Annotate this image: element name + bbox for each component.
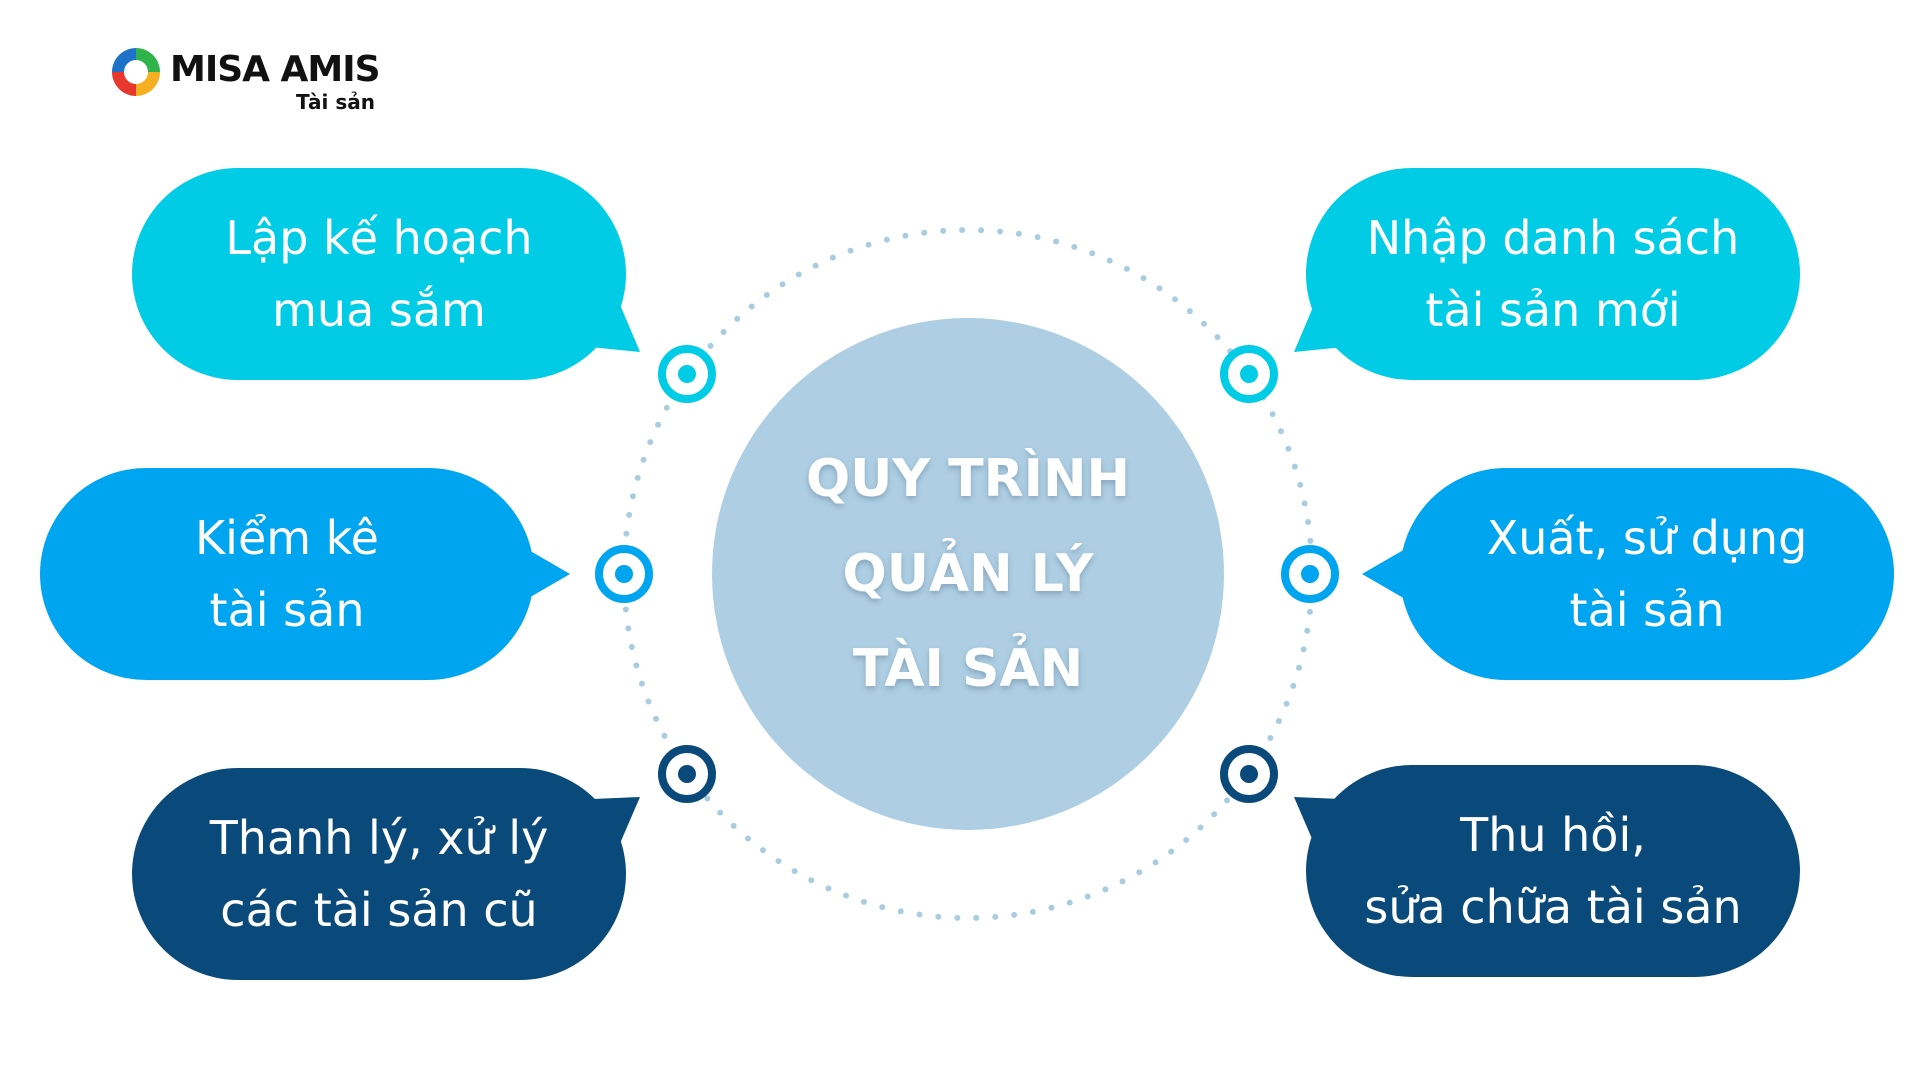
marker-inventory	[595, 545, 653, 603]
marker-export-use	[1281, 545, 1339, 603]
step-inventory-label: Kiểm kê tài sản	[40, 468, 534, 680]
bubble-recover-repair	[1294, 765, 1800, 977]
center-circle	[712, 318, 1224, 830]
step-plan-purchase-line-2: mua sắm	[272, 283, 486, 337]
bubble-plan-purchase	[132, 168, 640, 380]
step-liquidate-line-2: các tài sản cũ	[220, 883, 538, 937]
center-title-line-3: TÀI SẢN	[852, 638, 1084, 699]
bubble-liquidate	[132, 768, 640, 980]
step-export-use-line-2: tài sản	[1569, 583, 1725, 637]
bubble-inventory	[40, 468, 570, 680]
step-export-use-label: Xuất, sử dụng tài sản	[1400, 468, 1894, 680]
step-import-assets-line-1: Nhập danh sách	[1366, 211, 1740, 265]
bubble-import-assets	[1294, 168, 1800, 380]
center-title-line-1: QUY TRÌNH	[805, 448, 1131, 509]
step-recover-repair-line-1: Thu hồi,	[1460, 808, 1646, 862]
bubble-export-use	[1362, 468, 1894, 680]
step-plan-purchase-label: Lập kế hoạch mua sắm	[132, 168, 626, 380]
center-title-line-2: QUẢN LÝ	[842, 543, 1094, 604]
logo-product-text: Tài sản	[296, 90, 375, 114]
logo-brand-text: MISA AMIS	[170, 49, 381, 90]
step-inventory-line-2: tài sản	[209, 583, 365, 637]
step-liquidate-label: Thanh lý, xử lý các tài sản cũ	[132, 768, 626, 980]
step-liquidate-line-1: Thanh lý, xử lý	[209, 811, 549, 865]
step-import-assets-label: Nhập danh sách tài sản mới	[1306, 168, 1800, 380]
step-recover-repair-line-2: sửa chữa tài sản	[1364, 880, 1742, 934]
step-import-assets-line-2: tài sản mới	[1425, 283, 1681, 337]
misa-amis-logo: MISA AMIS Tài sản	[106, 40, 386, 120]
marker-recover-repair	[1220, 745, 1278, 803]
marker-liquidate	[658, 745, 716, 803]
step-export-use-line-1: Xuất, sử dụng	[1486, 511, 1808, 565]
logo-swirl-icon	[112, 48, 160, 96]
step-inventory-line-1: Kiểm kê	[195, 511, 379, 565]
step-recover-repair-label: Thu hồi, sửa chữa tài sản	[1306, 765, 1800, 977]
marker-import-assets	[1220, 345, 1278, 403]
step-plan-purchase-line-1: Lập kế hoạch	[225, 211, 533, 265]
center-title: QUY TRÌNH QUẢN LÝ TÀI SẢN	[712, 318, 1224, 830]
marker-plan-purchase	[658, 345, 716, 403]
